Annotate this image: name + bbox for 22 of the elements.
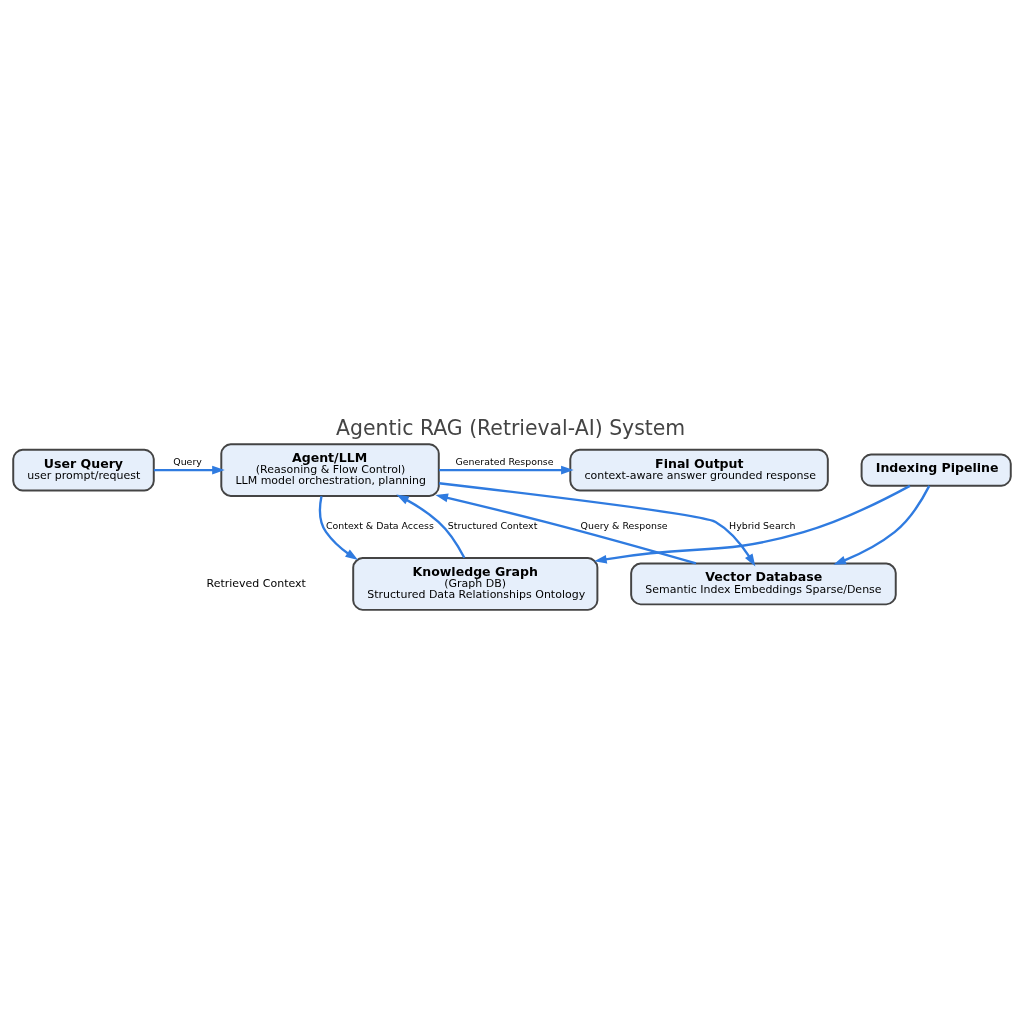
arrow [318,495,359,560]
diagram-title: Agentic RAG (Retrieval-AI) System [336,415,686,440]
edge-label: Hybrid Search [729,519,796,531]
arrow [396,493,466,558]
edge-label: Generated Response [455,455,554,467]
node-box: Indexing Pipeline [860,452,1012,487]
arrow [594,484,911,564]
arrow [438,481,756,567]
arrow [439,465,574,474]
arrow [153,465,225,474]
label: Retrieved Context [206,576,306,590]
edge-label: Query [173,455,202,467]
node-box: Knowledge Graph (Graph DB) Structured Data Relationships Ontology [352,556,599,611]
arrow [833,484,931,565]
node-box: User Query user prompt/request [12,448,155,491]
arrow [435,493,697,565]
edge-label: Context & Data Access [325,519,434,531]
edge-label: Query & Response [580,519,668,531]
node-box: Agent/LLM (Reasoning & Flow Control) LLM model orchestration, planning [220,442,440,497]
node-box: Final Output context-aware answer grounded response [569,448,829,491]
edge-label: Structured Context [447,519,538,531]
node-box: Vector Database Semantic Index Embeddings Sparse/Dense [630,562,897,605]
